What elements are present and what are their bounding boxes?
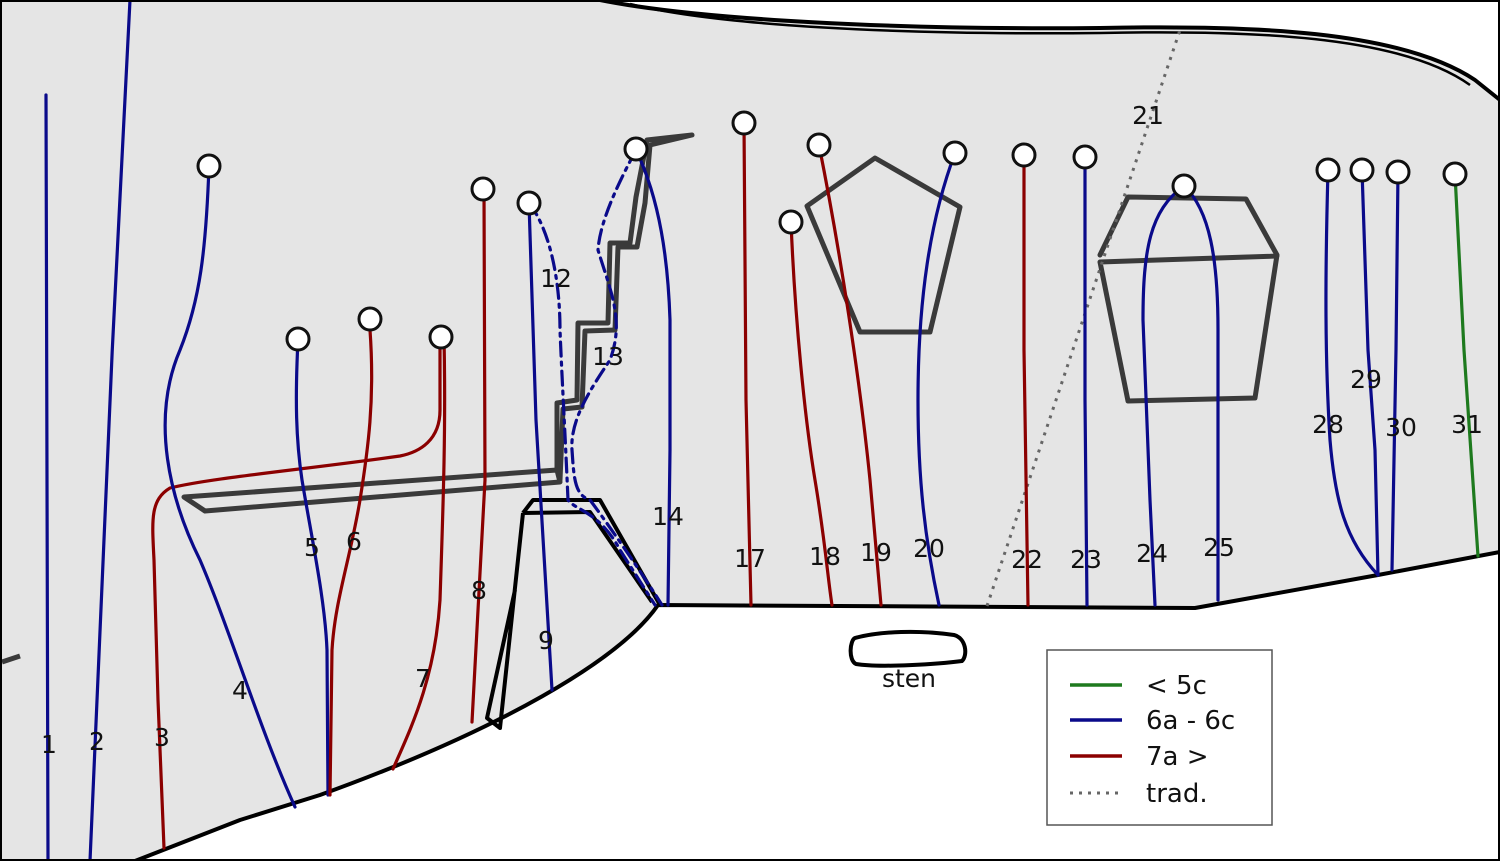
route-31-label: 31	[1451, 410, 1483, 439]
route-8-anchor[interactable]	[470, 176, 496, 202]
ground-line	[134, 550, 1500, 861]
route-25-line[interactable]	[1182, 184, 1220, 602]
route-28-line[interactable]	[1324, 168, 1380, 577]
legend-label-hard: 7a >	[1146, 742, 1209, 772]
route-17-line[interactable]	[742, 121, 753, 607]
route-7-label: 7	[415, 664, 431, 693]
route-4-label: 4	[232, 676, 248, 705]
route-2-label: 2	[89, 727, 105, 756]
route-28-label: 28	[1312, 410, 1344, 439]
legend-box	[1046, 649, 1273, 826]
cliff-top-edge-inner	[629, 2, 1471, 87]
route-13-line[interactable]	[570, 148, 664, 607]
route-23-line[interactable]	[1083, 155, 1089, 607]
route-24-anchor[interactable]	[1171, 173, 1197, 199]
route-8-label: 8	[471, 576, 487, 605]
route-3-line[interactable]	[151, 336, 442, 850]
route-29-line[interactable]	[1360, 168, 1380, 577]
route-7-line[interactable]	[391, 336, 447, 771]
route-17-anchor[interactable]	[731, 110, 757, 136]
route-9-line[interactable]	[527, 201, 554, 692]
route-lines	[44, 0, 1480, 861]
route-12-label: 12	[540, 264, 572, 293]
route-4-line[interactable]	[163, 164, 297, 809]
route-3-label: 3	[154, 723, 170, 752]
route-7-anchor[interactable]	[428, 324, 454, 350]
route-6-anchor[interactable]	[357, 306, 383, 332]
route-1-line[interactable]	[44, 93, 50, 861]
route-29-anchor[interactable]	[1349, 157, 1375, 183]
route-20-line[interactable]	[916, 151, 957, 607]
hexagon-feature	[1097, 194, 1280, 404]
legend-label-mid: 6a - 6c	[1146, 706, 1235, 736]
route-8-line[interactable]	[470, 188, 487, 724]
route-30-label: 30	[1385, 413, 1417, 442]
route-12-line[interactable]	[527, 201, 657, 607]
route-29-label: 29	[1350, 365, 1382, 394]
pentagon-feature	[804, 155, 963, 335]
route-30-anchor[interactable]	[1385, 159, 1411, 185]
route-30-line[interactable]	[1390, 170, 1400, 572]
route-17-label: 17	[734, 544, 766, 573]
route-18-line[interactable]	[789, 220, 834, 607]
route-25-label: 25	[1203, 533, 1235, 562]
staircase-feature	[554, 132, 695, 483]
route-13-anchor[interactable]	[623, 136, 649, 162]
route-24-label: 24	[1136, 539, 1168, 568]
route-20-anchor[interactable]	[942, 140, 968, 166]
route-21-label: 21	[1132, 101, 1164, 130]
route-31-line[interactable]	[1453, 172, 1480, 558]
route-labels: 1 2 3 4 5 6 7 8 9 12 13 14 17 18 19 20 2…	[41, 101, 1483, 759]
boulder-label: sten	[882, 664, 936, 693]
ledge-stub	[1, 653, 21, 665]
route-22-label: 22	[1011, 545, 1043, 574]
route-4-anchor[interactable]	[196, 153, 222, 179]
cliff-top-edge	[599, 0, 1500, 102]
route-19-label: 19	[860, 538, 892, 567]
legend-label-trad: trad.	[1146, 779, 1208, 809]
route-13-label: 13	[592, 342, 624, 371]
route-9-label: 9	[538, 626, 554, 655]
route-19-anchor[interactable]	[806, 132, 832, 158]
boulder-outline	[848, 629, 968, 668]
route-31-anchor[interactable]	[1442, 161, 1468, 187]
route-1-label: 1	[41, 730, 57, 759]
route-19-line[interactable]	[817, 143, 883, 607]
route-18-anchor[interactable]	[778, 209, 804, 235]
route-9-anchor[interactable]	[516, 190, 542, 216]
route-23-label: 23	[1070, 545, 1102, 574]
route-2-line[interactable]	[88, 0, 132, 861]
grade-legend: < 5c 6a - 6c 7a > trad.	[1046, 649, 1273, 826]
route-5-line[interactable]	[294, 338, 330, 797]
anchors	[196, 110, 1468, 352]
route-18-label: 18	[809, 542, 841, 571]
route-20-label: 20	[913, 534, 945, 563]
route-21-line	[985, 29, 1182, 607]
route-5-label: 5	[304, 533, 320, 562]
route-28-anchor[interactable]	[1315, 157, 1341, 183]
route-5-anchor[interactable]	[285, 326, 311, 352]
route-22-line[interactable]	[1022, 153, 1030, 607]
route-23-anchor[interactable]	[1072, 144, 1098, 170]
route-14-label: 14	[652, 502, 684, 531]
route-6-line[interactable]	[328, 328, 374, 797]
route-24-line[interactable]	[1141, 184, 1186, 607]
route-14-line[interactable]	[634, 148, 672, 607]
route-22-anchor[interactable]	[1011, 142, 1037, 168]
legend-label-easy: < 5c	[1146, 671, 1207, 701]
route-6-label: 6	[346, 527, 362, 556]
